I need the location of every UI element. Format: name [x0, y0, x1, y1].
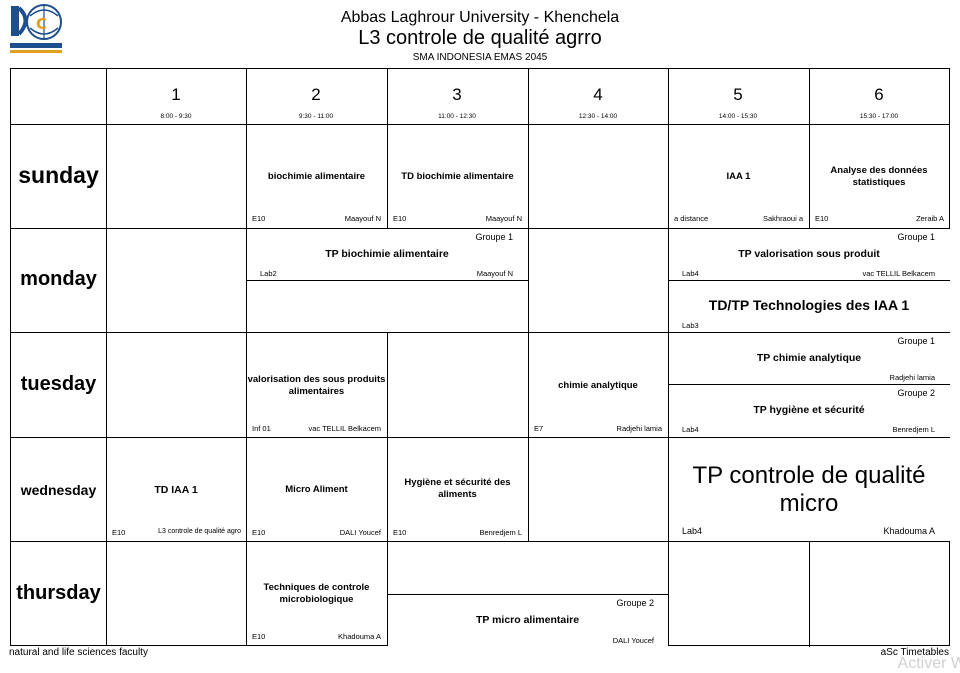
day-label-wednesday: wednesday [20, 482, 97, 498]
university-logo-icon: C [10, 4, 62, 53]
day-label-sunday: sunday [18, 162, 99, 188]
day-label-tuesday: tuesday [20, 373, 97, 395]
page-title: L3 controle de qualité agrro [358, 27, 602, 49]
page-subtitle: SMA INDONESIA EMAS 2045 [412, 52, 548, 63]
footer-faculty: natural and life sciences faculty [9, 647, 148, 658]
activation-watermark: Activer W [897, 655, 960, 672]
footer-credit: aSc Timetables [880, 647, 949, 658]
day-label-thursday: thursday [16, 582, 101, 604]
timetable-grid: 1 8:00 - 9:30 2 9:30 - 11:00 3 11:00 - 1… [10, 68, 950, 647]
day-label-monday: monday [20, 268, 97, 290]
svg-text:C: C [36, 15, 47, 33]
university-name: Abbas Laghrour University - Khenchela [340, 9, 620, 26]
